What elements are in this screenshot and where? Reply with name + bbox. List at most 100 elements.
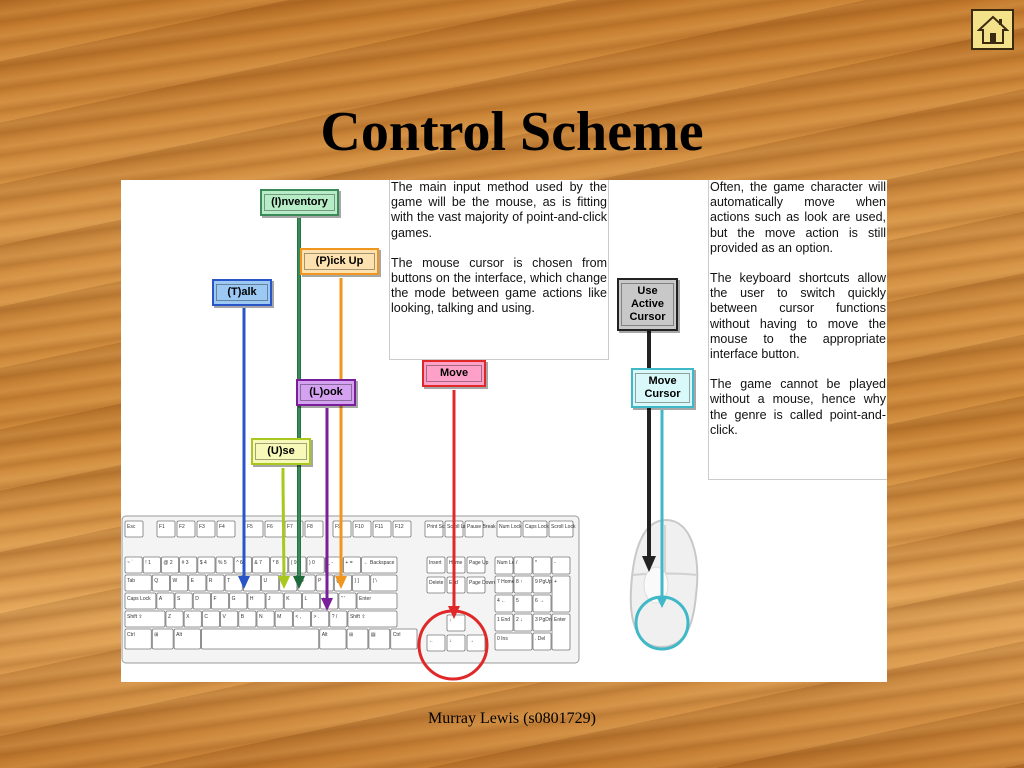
keyboard-key: ) 0: [306, 556, 325, 574]
svg-text:*: *: [535, 560, 537, 566]
svg-text:D: D: [195, 596, 199, 602]
keyboard-key: S: [174, 592, 193, 610]
keyboard-system-key: Pause Break: [464, 520, 496, 538]
keyboard-fkey: F11: [372, 520, 392, 538]
svg-text:} ]: } ]: [355, 578, 360, 584]
slide-footer: Murray Lewis (s0801729): [428, 710, 596, 727]
svg-text:F7: F7: [287, 524, 293, 530]
svg-text:Scroll Lock: Scroll Lock: [551, 524, 576, 530]
keyboard-key: N: [256, 610, 275, 628]
svg-text:F: F: [213, 596, 216, 602]
svg-text:% 5: % 5: [218, 560, 227, 566]
keyboard-key: Alt: [319, 628, 347, 650]
label-move-cursor: Move Cursor: [631, 368, 694, 408]
svg-text:+ =: + =: [345, 560, 352, 566]
keyboard-key: Caps Lock: [124, 592, 157, 610]
label-move: Move: [422, 360, 486, 387]
keyboard-numpad-key: . Del: [532, 632, 552, 651]
keyboard-numpad-key: 6 →: [532, 594, 552, 613]
svg-text:C: C: [204, 614, 208, 620]
keyboard-key: Ctrl: [390, 628, 418, 650]
keyboard-numpad-key: 0 Ins: [494, 632, 533, 651]
svg-text:F1: F1: [159, 524, 165, 530]
keyboard-numpad-key: 9 PgUp: [532, 575, 552, 594]
svg-text:2 ↓: 2 ↓: [516, 617, 523, 623]
keyboard-numpad-key: 8 ↑: [513, 575, 533, 594]
svg-text:7 Home: 7 Home: [497, 579, 515, 585]
keyboard-key: Ctrl: [124, 628, 152, 650]
keyboard-nav-key: Home: [446, 556, 466, 574]
keyboard-fkey: F8: [304, 520, 324, 538]
home-button[interactable]: [971, 9, 1014, 50]
svg-text:~ `: ~ `: [127, 560, 133, 566]
keyboard-fkey: Esc: [124, 520, 144, 538]
svg-text:( 9: ( 9: [291, 560, 297, 566]
svg-text:Pause Break: Pause Break: [467, 524, 496, 530]
svg-text:Shift ⇧: Shift ⇧: [127, 614, 143, 620]
svg-text:> .: > .: [314, 614, 320, 620]
keyboard-key: $ 4: [197, 556, 216, 574]
svg-text:@ 2: @ 2: [163, 560, 172, 566]
svg-text:⊞: ⊞: [154, 632, 158, 638]
svg-text:Ctrl: Ctrl: [393, 632, 401, 638]
keyboard-numpad-key: 2 ↓: [513, 613, 533, 632]
svg-text:Caps Lock: Caps Lock: [127, 596, 151, 602]
svg-text:1 End: 1 End: [497, 617, 510, 623]
label-pickup: (P)ick Up: [300, 248, 379, 275]
svg-text:Enter: Enter: [359, 596, 371, 602]
keyboard-key: H: [247, 592, 266, 610]
keyboard-key: Shift ⇧: [347, 610, 398, 628]
label-move-text: Move: [426, 365, 482, 382]
keyboard-fkey: F10: [352, 520, 372, 538]
content-panel: The main input method used by the game w…: [121, 180, 887, 682]
keyboard-key: Q: [151, 574, 170, 592]
svg-text:< ,: < ,: [295, 614, 301, 620]
svg-text:G: G: [232, 596, 236, 602]
home-icon: [977, 15, 1009, 44]
svg-text:V: V: [223, 614, 227, 620]
svg-text:Num Lock: Num Lock: [497, 560, 520, 566]
keyboard-key: ⊞: [151, 628, 174, 650]
label-use-text: (U)se: [255, 443, 307, 460]
svg-text:W: W: [173, 578, 178, 584]
svg-text:# 3: # 3: [182, 560, 189, 566]
keyboard-numpad-key: /: [513, 556, 533, 575]
keyboard-numpad-key: 7 Home: [494, 575, 515, 594]
svg-text:R: R: [209, 578, 213, 584]
svg-text:B: B: [241, 614, 245, 620]
svg-text:U: U: [264, 578, 268, 584]
svg-text:^ 6: ^ 6: [236, 560, 243, 566]
keyboard-key: Tab: [124, 574, 152, 592]
label-use: (U)se: [251, 438, 311, 465]
keyboard-key: + =: [342, 556, 361, 574]
keyboard-key: | \: [370, 574, 398, 592]
keyboard-arrow-key: ↓: [446, 634, 466, 652]
svg-text:T: T: [227, 578, 230, 584]
svg-text:+: +: [554, 579, 557, 585]
svg-text:▤: ▤: [371, 632, 376, 638]
text-paragraph: The keyboard shortcuts allow the user to…: [710, 271, 886, 362]
label-look: (L)ook: [296, 379, 356, 406]
svg-text:? /: ? /: [332, 614, 338, 620]
svg-text:F5: F5: [247, 524, 253, 530]
label-inventory: (I)nventory: [260, 189, 339, 216]
keyboard-numpad-key: 3 PgDn: [532, 613, 552, 632]
keyboard-fkey: F12: [392, 520, 412, 538]
keyboard-key: Shift ⇧: [124, 610, 166, 628]
svg-text:9 PgUp: 9 PgUp: [535, 579, 552, 585]
keyboard-key: G: [229, 592, 248, 610]
keyboard-key: B: [238, 610, 257, 628]
svg-text:_ -: _ -: [326, 560, 333, 566]
svg-text:Ctrl: Ctrl: [127, 632, 135, 638]
keyboard-nav-key: Page Up: [466, 556, 489, 574]
svg-text:) 0: ) 0: [309, 560, 315, 566]
svg-text:E: E: [191, 578, 195, 584]
svg-text:Alt: Alt: [176, 632, 182, 638]
svg-text:. Del: . Del: [535, 636, 545, 642]
svg-text:S: S: [177, 596, 181, 602]
keyboard-key: # 3: [179, 556, 198, 574]
svg-text:Alt: Alt: [322, 632, 328, 638]
keyboard-nav-key: Page Down: [466, 576, 495, 594]
keyboard-fkey: F1: [156, 520, 176, 538]
